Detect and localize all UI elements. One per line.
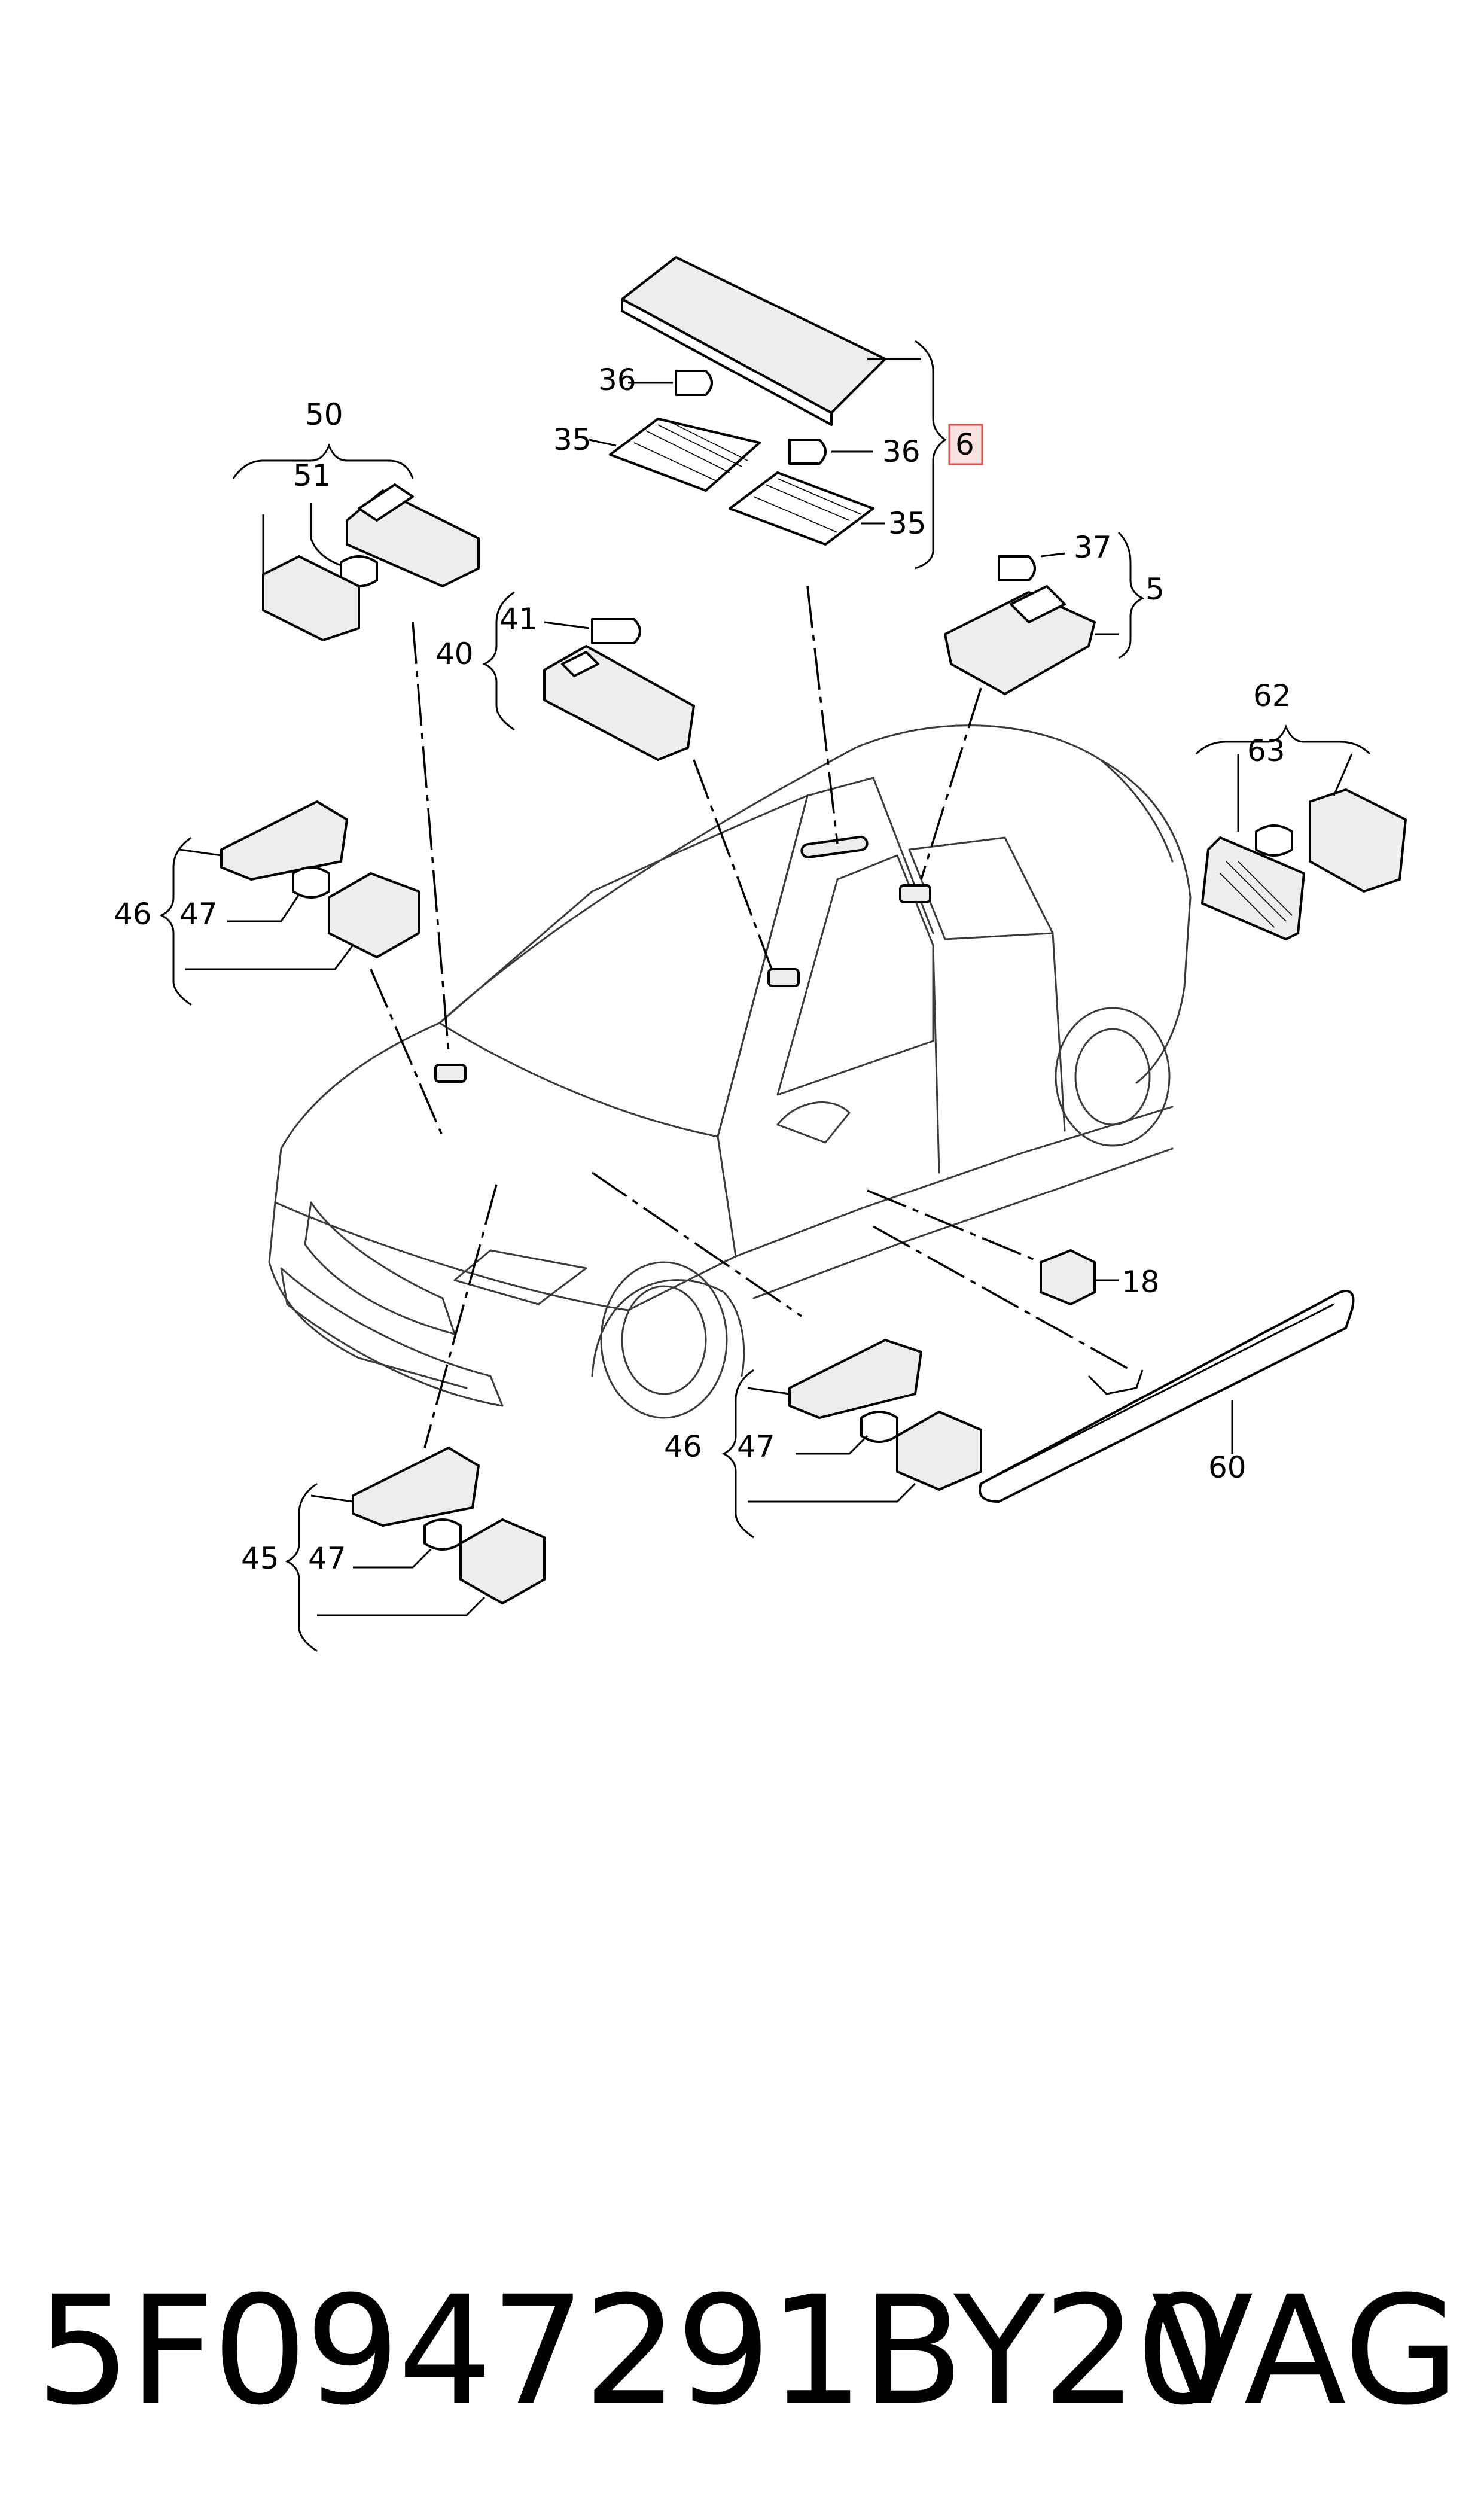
leader-40-car	[693, 759, 773, 970]
bulb-41	[544, 618, 641, 644]
callout-62: 62	[1253, 678, 1291, 713]
callout-60: 60	[1208, 1450, 1247, 1485]
callout-18: 18	[1122, 1265, 1160, 1299]
brand-label: VAG	[1151, 2264, 1459, 2438]
lamp-46-a	[179, 800, 348, 881]
bulb-47-b	[796, 1411, 898, 1455]
leader-50-car	[412, 622, 450, 1054]
lamp-40	[543, 645, 695, 761]
callout-47-b: 47	[737, 1429, 775, 1464]
bulb-47-a	[227, 866, 330, 922]
leader-45-car	[423, 1184, 498, 1448]
module-46-b	[748, 1411, 982, 1503]
bulb-36-b	[788, 439, 873, 465]
bracket-45	[285, 1482, 318, 1652]
callout-5: 5	[1145, 572, 1165, 607]
interior-light-5	[944, 552, 1096, 695]
bracket-62	[1195, 724, 1371, 755]
module-50	[262, 514, 360, 641]
callout-35-a: 35	[553, 422, 592, 457]
lamp-45	[310, 1447, 480, 1527]
callout-63: 63	[1247, 733, 1285, 768]
callout-46-a: 46	[114, 897, 152, 931]
callout-46-b: 46	[664, 1429, 702, 1464]
part-number: 5F0947291BY20	[36, 2264, 1230, 2438]
callout-47-a: 47	[179, 897, 218, 931]
leader-46-a-car	[370, 969, 444, 1137]
bracket-46-b	[721, 1369, 754, 1539]
switch-18	[1040, 1249, 1119, 1305]
bracket-50	[232, 443, 414, 479]
lens-35-b	[729, 471, 885, 546]
lamp-46-b	[747, 1339, 922, 1419]
leader-46-b-car	[592, 1171, 802, 1317]
footer: 5F0947291BY20 VAG	[36, 2261, 1459, 2441]
callout-45: 45	[241, 1541, 279, 1576]
bracket-46-a	[159, 836, 192, 1006]
sill-strip-60	[979, 1290, 1355, 1503]
module-62	[1309, 753, 1407, 893]
bulb-63	[1255, 824, 1293, 857]
bracket-40	[482, 591, 515, 731]
car-outline	[268, 724, 1192, 1419]
callout-41: 41	[499, 602, 538, 637]
bracket-6	[915, 340, 947, 570]
leader-6	[806, 586, 839, 844]
callout-47-c: 47	[308, 1541, 346, 1576]
module-45	[317, 1518, 546, 1616]
callout-6-highlight	[948, 424, 983, 465]
callout-50: 50	[305, 397, 343, 432]
leader-60-car	[873, 1225, 1131, 1371]
callout-37: 37	[1074, 530, 1112, 565]
module-46-a	[185, 872, 420, 970]
callout-35-b: 35	[888, 506, 927, 541]
callout-36-b: 36	[882, 434, 921, 469]
mirror-lamp-62	[1201, 754, 1305, 940]
callout-6: 6	[955, 427, 974, 462]
bulb-47-c	[353, 1518, 462, 1569]
callout-51: 51	[293, 458, 331, 493]
callout-40: 40	[435, 637, 474, 671]
leader-5-car	[920, 687, 982, 880]
lens-35-a	[589, 418, 761, 492]
bracket-5	[1117, 531, 1145, 659]
bulb-36-a	[628, 370, 713, 396]
callout-36-a: 36	[598, 363, 636, 397]
lamp-50	[346, 483, 480, 587]
interior-light-6	[621, 256, 921, 426]
leader-18-car	[867, 1189, 1041, 1263]
